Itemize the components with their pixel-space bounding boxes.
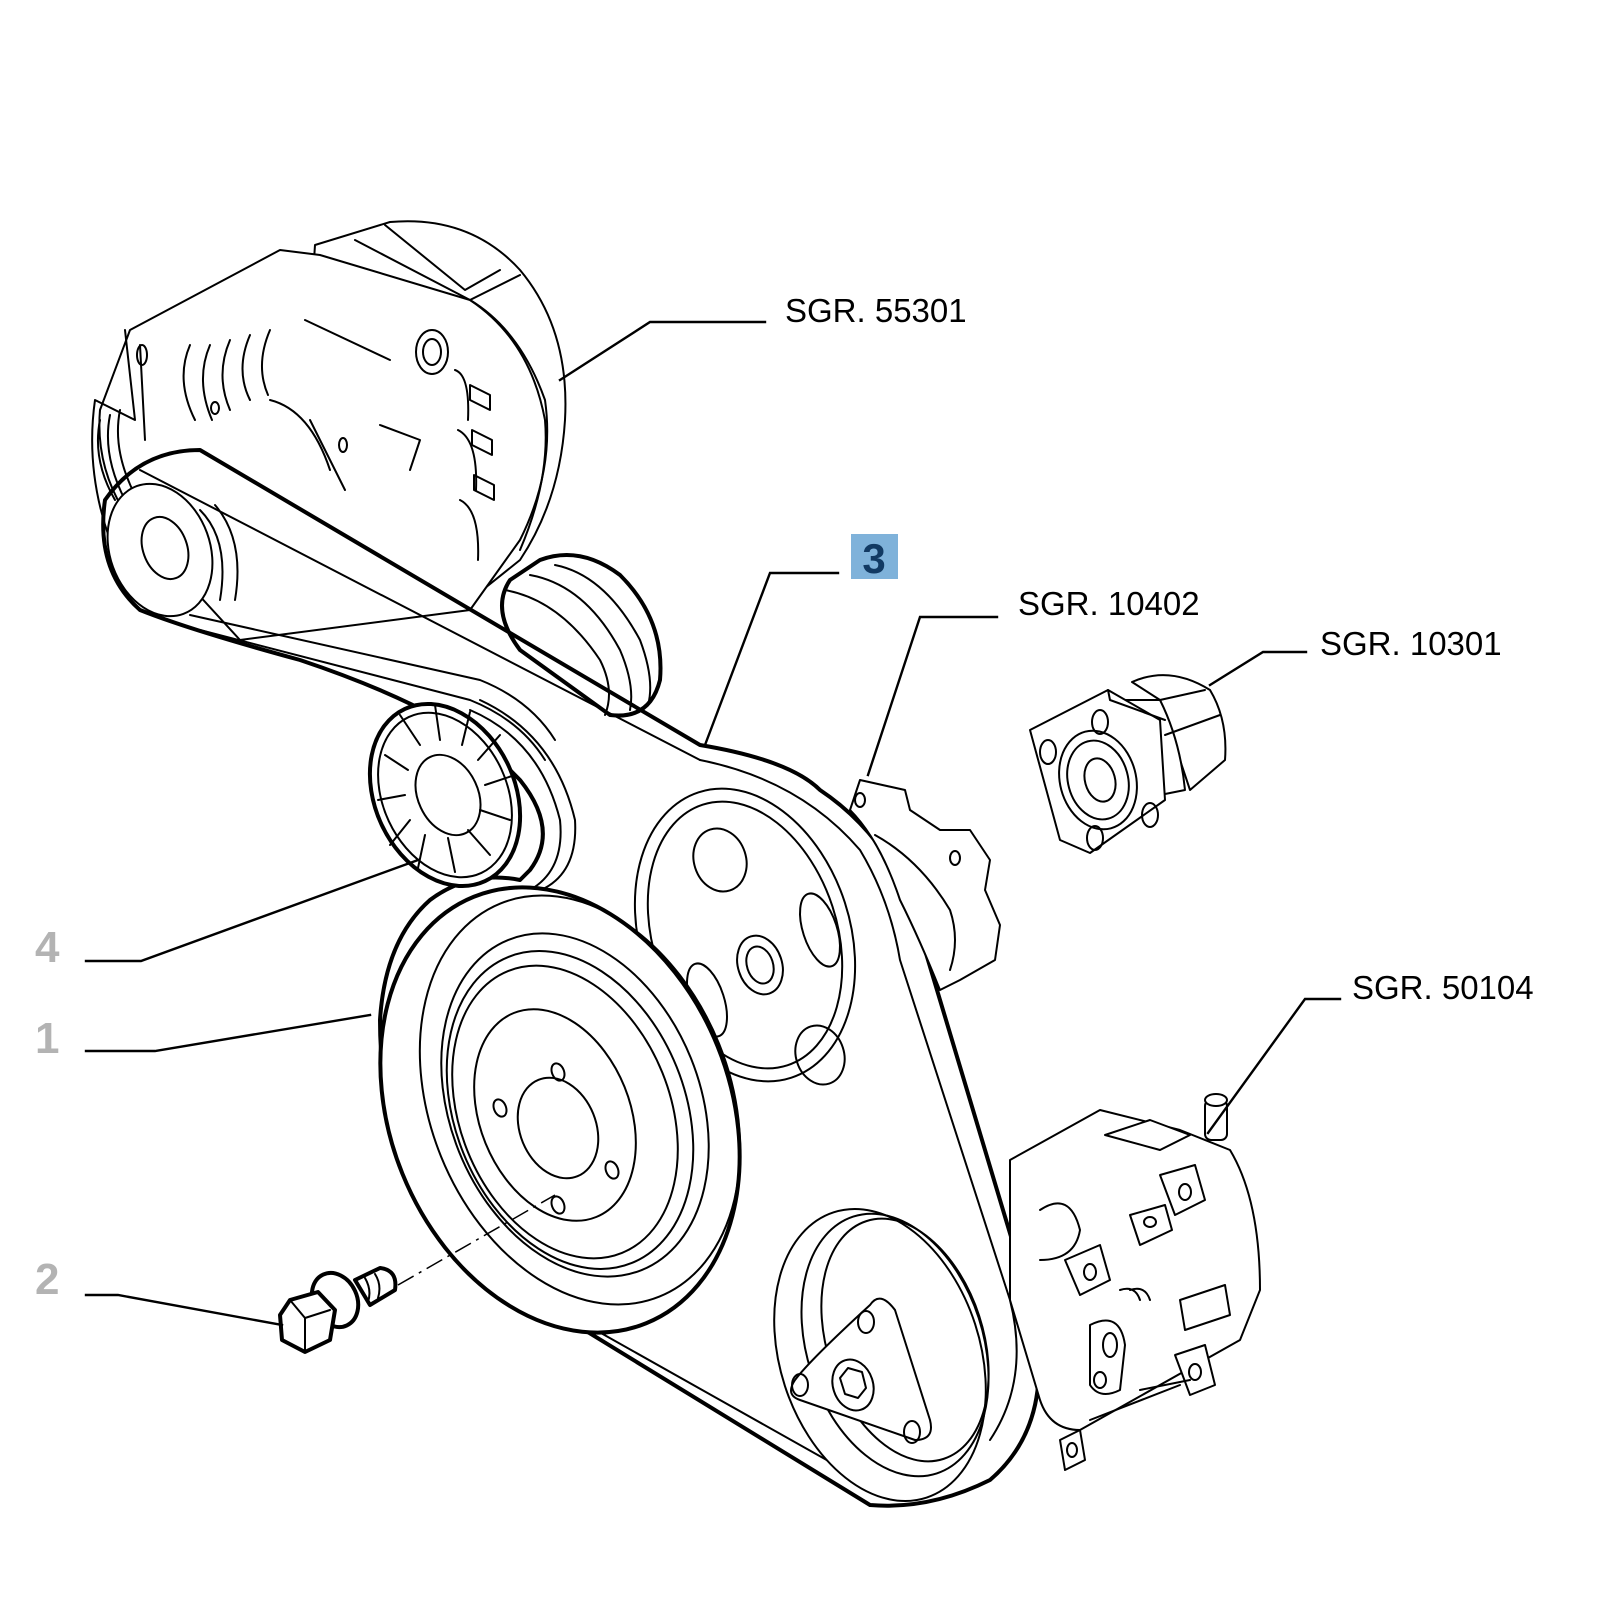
leader-2 [84, 1293, 284, 1327]
reference-label-sgr-50104[interactable]: SGR. 50104 [1352, 969, 1534, 1006]
callout-3-highlighted[interactable]: 3 [851, 534, 898, 582]
reference-label-sgr-55301[interactable]: SGR. 55301 [785, 292, 967, 329]
callout-label-3: 3 [862, 535, 885, 582]
pulley-bolt[interactable] [278, 1265, 398, 1354]
crankshaft-pulley[interactable] [316, 833, 804, 1387]
leader-4 [84, 858, 420, 963]
callout-label-4[interactable]: 4 [35, 923, 60, 972]
alternator[interactable] [91, 220, 567, 641]
callout-highlight-box [851, 534, 898, 579]
leader-sgr-10402 [866, 615, 999, 777]
leader-sgr-55301 [558, 320, 767, 382]
water-pump[interactable] [849, 779, 1001, 991]
fuel-injection-pump[interactable] [1009, 1093, 1261, 1471]
leader-sgr-10301 [1208, 650, 1308, 687]
idler-pulley-upper[interactable] [500, 553, 663, 718]
alternator-pulley[interactable] [90, 469, 239, 631]
thermostat-housing[interactable] [1029, 674, 1227, 854]
leader-3 [703, 571, 840, 747]
reference-label-sgr-10301[interactable]: SGR. 10301 [1320, 625, 1502, 662]
power-steering-pulley[interactable] [739, 1181, 1022, 1528]
callout-label-1[interactable]: 1 [35, 1014, 59, 1063]
tensioner-pulley[interactable] [341, 679, 577, 910]
callout-label-2[interactable]: 2 [35, 1255, 59, 1304]
leader-1 [84, 1013, 372, 1053]
leader-sgr-50104 [1206, 997, 1342, 1135]
bolt-axis-line [397, 1194, 556, 1286]
reference-label-sgr-10402[interactable]: SGR. 10402 [1018, 585, 1200, 622]
